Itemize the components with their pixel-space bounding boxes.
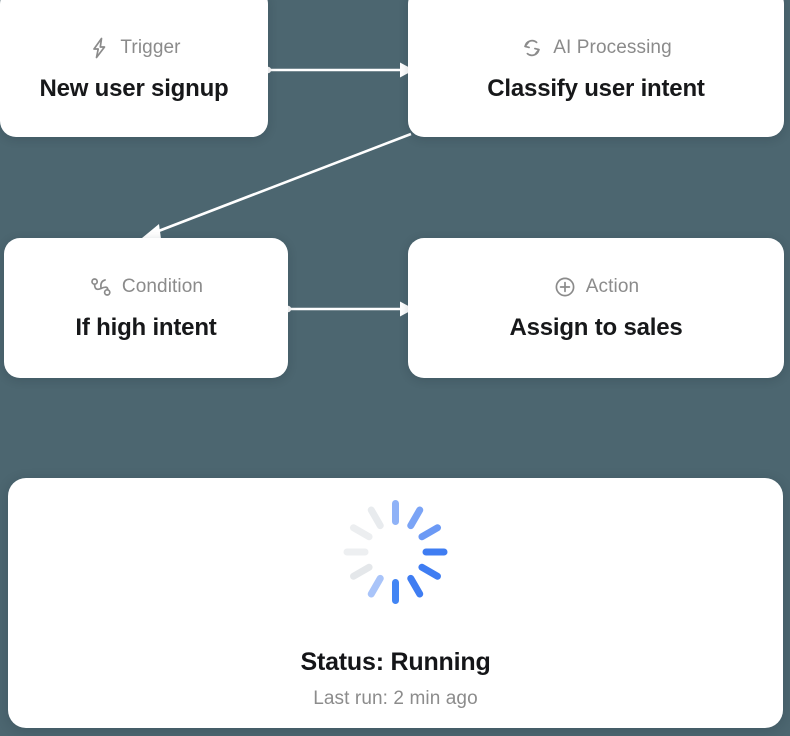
node-kind-label: Condition — [121, 276, 204, 297]
spinner-spoke — [392, 500, 399, 525]
spinner-spoke — [366, 573, 386, 599]
workflow-node-action[interactable]: Action Assign to sales — [408, 238, 784, 378]
spinner-spoke — [348, 562, 374, 582]
node-title: Classify user intent — [487, 74, 705, 102]
spinner-spoke — [417, 562, 443, 582]
node-kind-label: Trigger — [120, 36, 181, 58]
connector-ai-to-condition — [142, 132, 412, 239]
last-run-text: Last run: 2 min ago — [313, 688, 478, 709]
workflow-node-condition[interactable]: Condition If high intent — [4, 238, 288, 378]
node-kind-row: Condition — [89, 274, 203, 300]
spinner-spoke — [366, 505, 386, 531]
spinner-spoke — [343, 548, 369, 556]
status-text: Status: Running — [300, 648, 491, 676]
branch-condition-icon — [89, 275, 113, 299]
lightning-bolt-icon — [87, 36, 111, 60]
node-title: New user signup — [39, 74, 229, 102]
node-kind-row: Trigger — [87, 35, 180, 61]
node-kind-row: AI Processing — [520, 35, 672, 61]
connector-trigger-to-ai — [264, 62, 414, 78]
node-kind-row: Action — [553, 274, 639, 300]
spinner-spoke — [405, 505, 425, 531]
node-kind-label: Action — [585, 276, 640, 297]
plus-circle-icon — [553, 275, 577, 299]
node-title: If high intent — [75, 314, 217, 341]
node-kind-label: AI Processing — [553, 36, 672, 58]
node-title: Assign to sales — [509, 314, 683, 341]
spinner-spoke — [392, 579, 399, 604]
status-panel: Status: Running Last run: 2 min ago — [8, 478, 783, 728]
spinner-spoke — [417, 522, 443, 542]
refresh-cycle-icon — [520, 36, 544, 60]
workflow-node-ai-processing[interactable]: AI Processing Classify user intent — [408, 0, 784, 137]
workflow-node-trigger[interactable]: Trigger New user signup — [0, 0, 268, 137]
spinner-spoke — [422, 548, 448, 556]
loading-spinner-icon — [343, 500, 448, 604]
connector-condition-to-action — [284, 301, 414, 317]
spinner-spoke — [348, 522, 374, 542]
spinner-spoke — [405, 573, 425, 599]
